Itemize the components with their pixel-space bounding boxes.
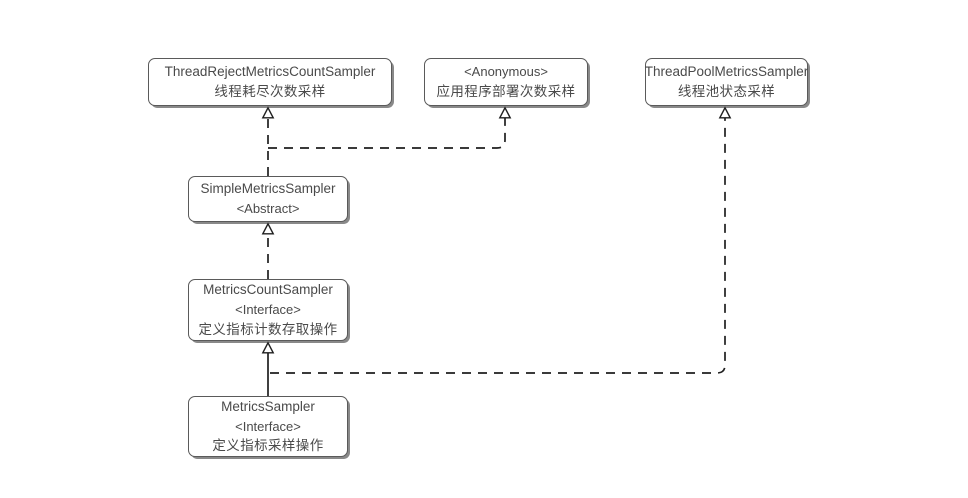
class-subtitle-thread-pool-metrics-sampler: 线程池状态采样	[677, 84, 776, 99]
class-name-thread-pool-metrics-sampler: ThreadPoolMetricsSampler	[644, 63, 809, 79]
class-name-thread-reject-metrics-count-sampler: ThreadRejectMetricsCountSampler	[164, 63, 376, 79]
class-stereotype-metrics-sampler: <Interface>	[235, 418, 301, 434]
edge-simple-to-anonymous	[268, 106, 512, 149]
class-name-metrics-count-sampler: MetricsCountSampler	[203, 282, 333, 297]
class-box-simple-metrics-sampler[interactable]: SimpleMetricsSampler <Abstract>	[188, 176, 348, 222]
class-subtitle-anonymous: 应用程序部署次数采样	[436, 83, 576, 99]
class-stereotype-metrics-count-sampler: <Interface>	[235, 302, 301, 318]
class-box-thread-pool-metrics-sampler[interactable]: ThreadPoolMetricsSampler 线程池状态采样	[645, 58, 808, 106]
class-name-simple-metrics-sampler: SimpleMetricsSampler	[200, 181, 336, 197]
class-stereotype-simple-metrics-sampler: <Abstract>	[236, 201, 300, 217]
class-subtitle-metrics-count-sampler: 定义指标计数存取操作	[198, 321, 338, 337]
class-subtitle-metrics-sampler: 定义指标采样操作	[212, 438, 324, 454]
class-box-metrics-sampler[interactable]: MetricsSampler <Interface> 定义指标采样操作	[188, 396, 348, 457]
class-box-anonymous[interactable]: <Anonymous> 应用程序部署次数采样	[424, 58, 588, 106]
class-box-metrics-count-sampler[interactable]: MetricsCountSampler <Interface> 定义指标计数存取…	[188, 279, 348, 341]
class-subtitle-thread-reject-metrics-count-sampler: 线程耗尽次数采样	[214, 84, 326, 99]
class-name-metrics-sampler: MetricsSampler	[221, 398, 315, 414]
class-name-anonymous: <Anonymous>	[464, 64, 548, 80]
edge-metricssampler-to-threadpool	[270, 106, 732, 374]
class-box-thread-reject-metrics-count-sampler[interactable]: ThreadRejectMetricsCountSampler 线程耗尽次数采样	[148, 58, 392, 106]
